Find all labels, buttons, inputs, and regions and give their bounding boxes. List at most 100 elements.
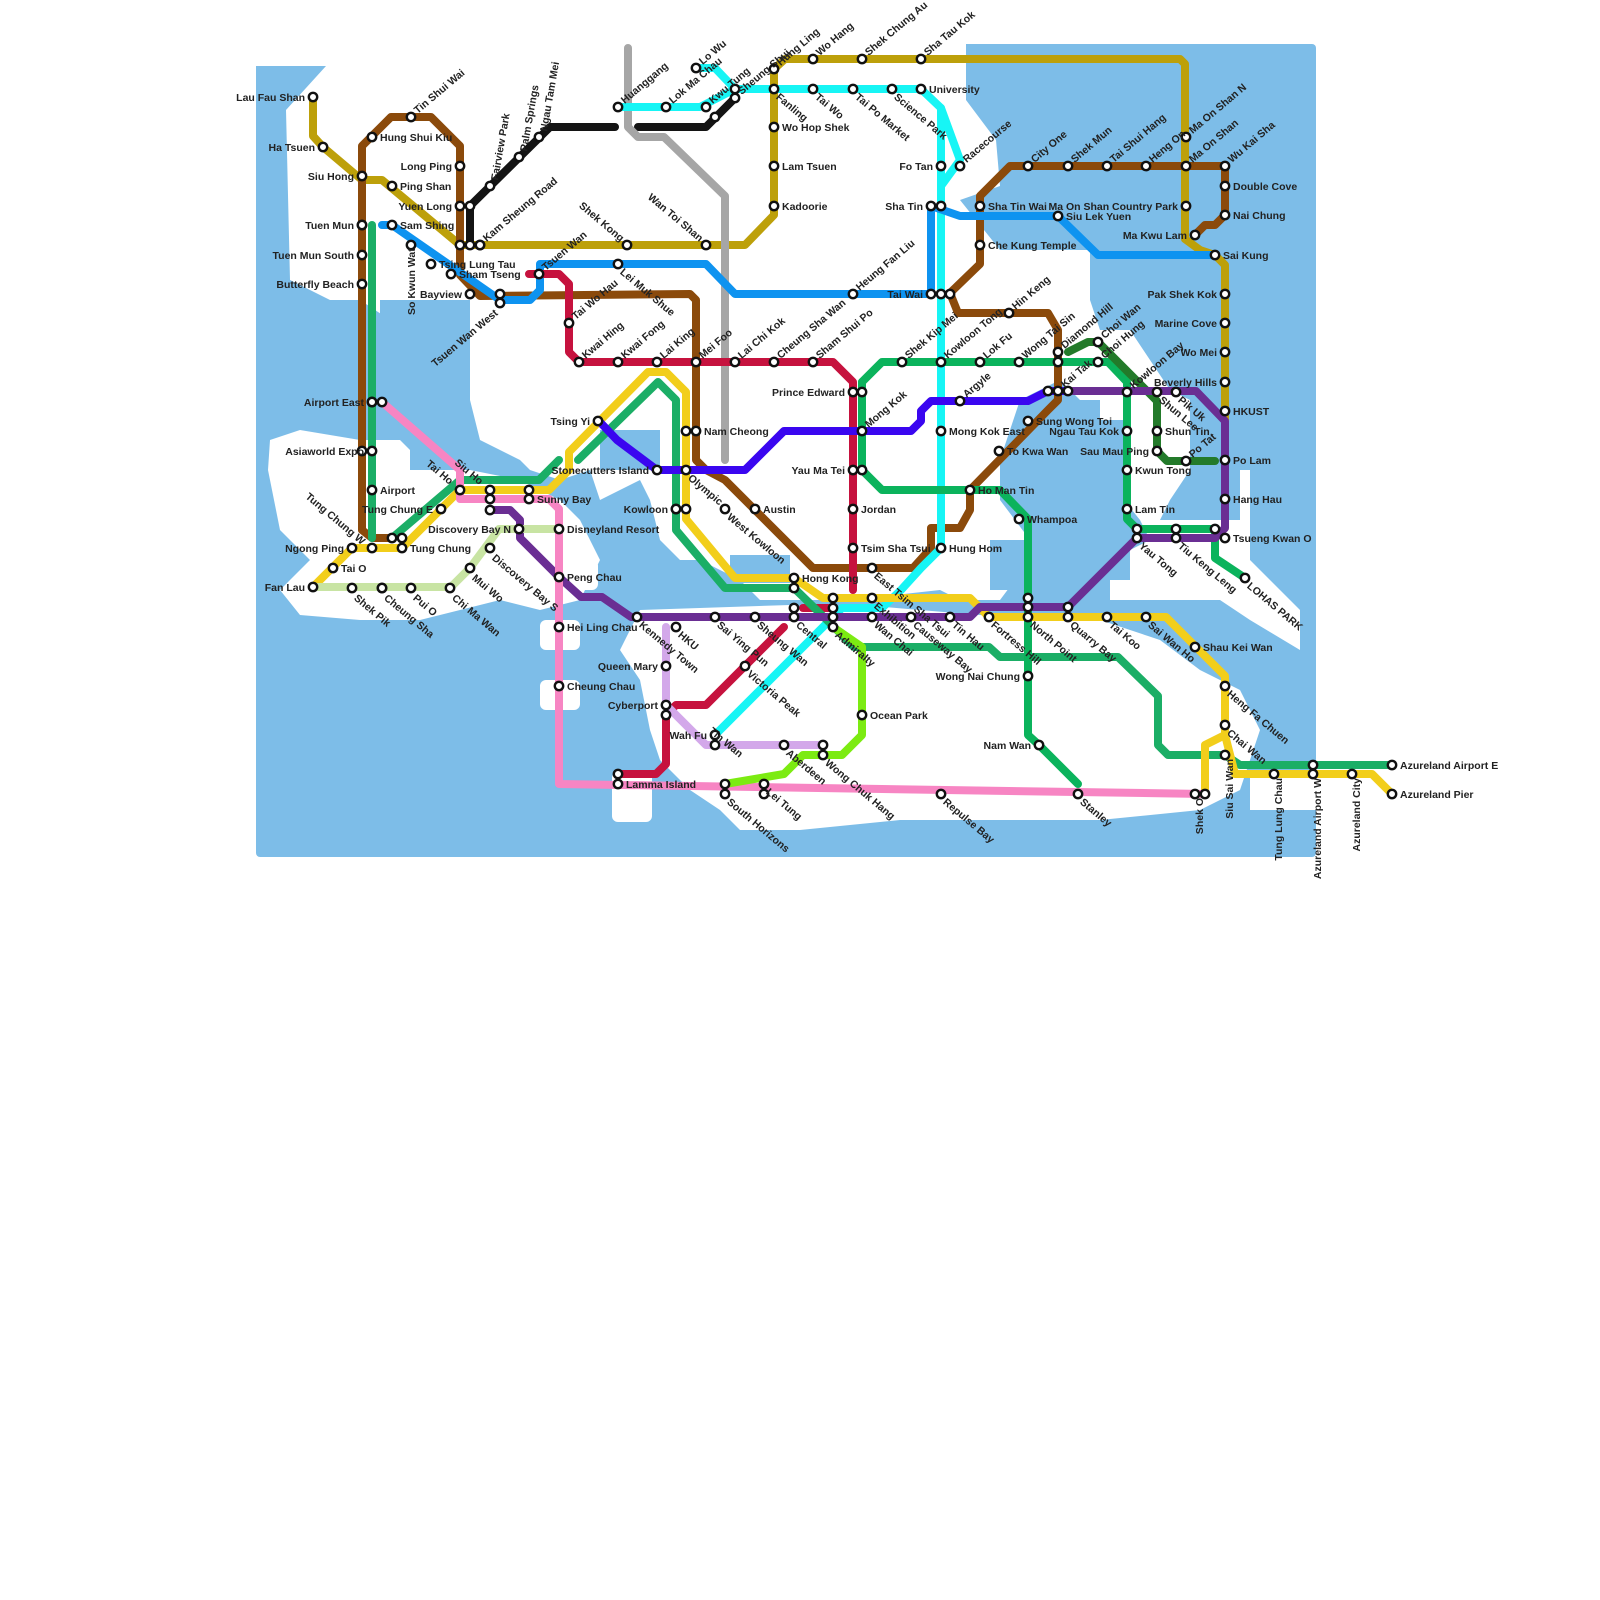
station-mei-foo[interactable] bbox=[692, 358, 700, 366]
station-whampoa[interactable] bbox=[1015, 515, 1023, 523]
interchange-stop[interactable] bbox=[1133, 525, 1141, 533]
station-heung-fan-liu[interactable] bbox=[849, 290, 857, 298]
station-hin-keng[interactable] bbox=[1005, 309, 1013, 317]
station-tai-wo[interactable] bbox=[809, 85, 817, 93]
interchange-stop[interactable] bbox=[711, 113, 719, 121]
station-wu-kai-sha[interactable] bbox=[1221, 162, 1229, 170]
station-mui-wo[interactable] bbox=[466, 564, 474, 572]
station-fanling[interactable] bbox=[770, 85, 778, 93]
station-disneyland-resort[interactable] bbox=[555, 525, 563, 533]
interchange-stop[interactable] bbox=[1172, 525, 1180, 533]
station-fo-tan[interactable] bbox=[937, 162, 945, 170]
station-nam-wan[interactable] bbox=[1035, 741, 1043, 749]
interchange-stop[interactable] bbox=[398, 534, 406, 542]
station-sai-kung[interactable] bbox=[1211, 251, 1219, 259]
station-heng-on[interactable] bbox=[1142, 162, 1150, 170]
station-tsuen-wan[interactable] bbox=[535, 270, 543, 278]
station-stanley[interactable] bbox=[1074, 790, 1082, 798]
interchange-stop[interactable] bbox=[662, 711, 670, 719]
station-ma-kwu-lam[interactable] bbox=[1191, 231, 1199, 239]
interchange-stop[interactable] bbox=[525, 486, 533, 494]
station-tsing-lung-tau[interactable] bbox=[427, 260, 435, 268]
station-wan-toi-shan[interactable] bbox=[702, 241, 710, 249]
station-lai-chi-kok[interactable] bbox=[731, 358, 739, 366]
station-victoria-peak[interactable] bbox=[741, 662, 749, 670]
station-sai-wan-ho[interactable] bbox=[1142, 613, 1150, 621]
station-tai-wai[interactable] bbox=[927, 290, 935, 298]
station-shek-mun[interactable] bbox=[1064, 162, 1072, 170]
interchange-stop[interactable] bbox=[1309, 761, 1317, 769]
station-bayview[interactable] bbox=[466, 290, 474, 298]
station-central[interactable] bbox=[790, 613, 798, 621]
interchange-stop[interactable] bbox=[829, 604, 837, 612]
station-kwai-fong[interactable] bbox=[614, 358, 622, 366]
station-kowloon-bay[interactable] bbox=[1123, 388, 1131, 396]
station-shun-tin[interactable] bbox=[1153, 427, 1161, 435]
interchange-stop[interactable] bbox=[466, 241, 474, 249]
station-university[interactable] bbox=[917, 85, 925, 93]
interchange-stop[interactable] bbox=[1064, 603, 1072, 611]
station-yau-tong[interactable] bbox=[1133, 534, 1141, 542]
station-diamond-hill[interactable] bbox=[1054, 348, 1062, 356]
station-kwai-hing[interactable] bbox=[575, 358, 583, 366]
station-cheung-chau[interactable] bbox=[555, 682, 563, 690]
station-tiu-keng-leng[interactable] bbox=[1172, 534, 1180, 542]
station-ho-man-tin[interactable] bbox=[966, 486, 974, 494]
station-south-horizons[interactable] bbox=[721, 790, 729, 798]
interchange-stop[interactable] bbox=[1024, 594, 1032, 602]
station-tai-ho[interactable] bbox=[456, 486, 464, 494]
interchange-stop[interactable] bbox=[378, 584, 386, 592]
station-pik-uk[interactable] bbox=[1172, 388, 1180, 396]
interchange-stop[interactable] bbox=[368, 398, 376, 406]
station-tung-chung-w[interactable] bbox=[368, 544, 376, 552]
station-siu-ho[interactable] bbox=[486, 486, 494, 494]
interchange-stop[interactable] bbox=[819, 741, 827, 749]
station-wong-nai-chung[interactable] bbox=[1024, 672, 1032, 680]
interchange-stop[interactable] bbox=[858, 388, 866, 396]
station-tsuen-wan-west[interactable] bbox=[496, 299, 504, 307]
station-po-lam[interactable] bbox=[1221, 456, 1229, 464]
station-double-cove[interactable] bbox=[1221, 182, 1229, 190]
station-fan-lau[interactable] bbox=[309, 583, 317, 591]
station-ma-on-shan[interactable] bbox=[1182, 162, 1190, 170]
interchange-stop[interactable] bbox=[790, 604, 798, 612]
station-che-kung-temple[interactable] bbox=[976, 241, 984, 249]
interchange-stop[interactable] bbox=[614, 770, 622, 778]
station-hku[interactable] bbox=[672, 623, 680, 631]
station-palm-springs[interactable] bbox=[515, 153, 523, 161]
station-to-kwa-wan[interactable] bbox=[995, 447, 1003, 455]
station-shek-chung-au[interactable] bbox=[858, 55, 866, 63]
interchange-stop[interactable] bbox=[1211, 525, 1219, 533]
station-discovery-bay-n[interactable] bbox=[515, 525, 523, 533]
station-sheung-shui[interactable] bbox=[731, 94, 739, 102]
station-kadoorie[interactable] bbox=[770, 202, 778, 210]
station-admiralty[interactable] bbox=[829, 623, 837, 631]
station-city-one[interactable] bbox=[1024, 162, 1032, 170]
station-repulse-bay[interactable] bbox=[937, 790, 945, 798]
interchange-stop[interactable] bbox=[466, 202, 474, 210]
station-hung-shui-kiu[interactable] bbox=[368, 133, 376, 141]
station-ma-on-shan-country-park[interactable] bbox=[1182, 202, 1190, 210]
station-kennedy-town[interactable] bbox=[633, 613, 641, 621]
station-tsing-yi[interactable] bbox=[594, 417, 602, 425]
station-sheung-wan[interactable] bbox=[751, 613, 759, 621]
station-tai-shui-hang[interactable] bbox=[1103, 162, 1111, 170]
station-austin[interactable] bbox=[751, 505, 759, 513]
interchange-stop[interactable] bbox=[682, 505, 690, 513]
station-wo-mei[interactable] bbox=[1221, 348, 1229, 356]
station-hung-hom[interactable] bbox=[937, 544, 945, 552]
station-siu-lek-yuen[interactable] bbox=[1054, 212, 1062, 220]
station-shun-lee[interactable] bbox=[1153, 388, 1161, 396]
station-exhibition[interactable] bbox=[868, 594, 876, 602]
station-choi-wan[interactable] bbox=[1094, 338, 1102, 346]
station-sai-ying-pun[interactable] bbox=[711, 613, 719, 621]
station-lamma-island[interactable] bbox=[614, 780, 622, 788]
station-lohas-park[interactable] bbox=[1241, 574, 1249, 582]
station-pui-o[interactable] bbox=[407, 584, 415, 592]
station-yuen-long[interactable] bbox=[456, 202, 464, 210]
interchange-stop[interactable] bbox=[358, 221, 366, 229]
station-tuen-mun-south[interactable] bbox=[358, 251, 366, 259]
interchange-stop[interactable] bbox=[1044, 387, 1052, 395]
station-tsim-sha-tsui[interactable] bbox=[849, 544, 857, 552]
station-wong-chuk-hang[interactable] bbox=[819, 751, 827, 759]
